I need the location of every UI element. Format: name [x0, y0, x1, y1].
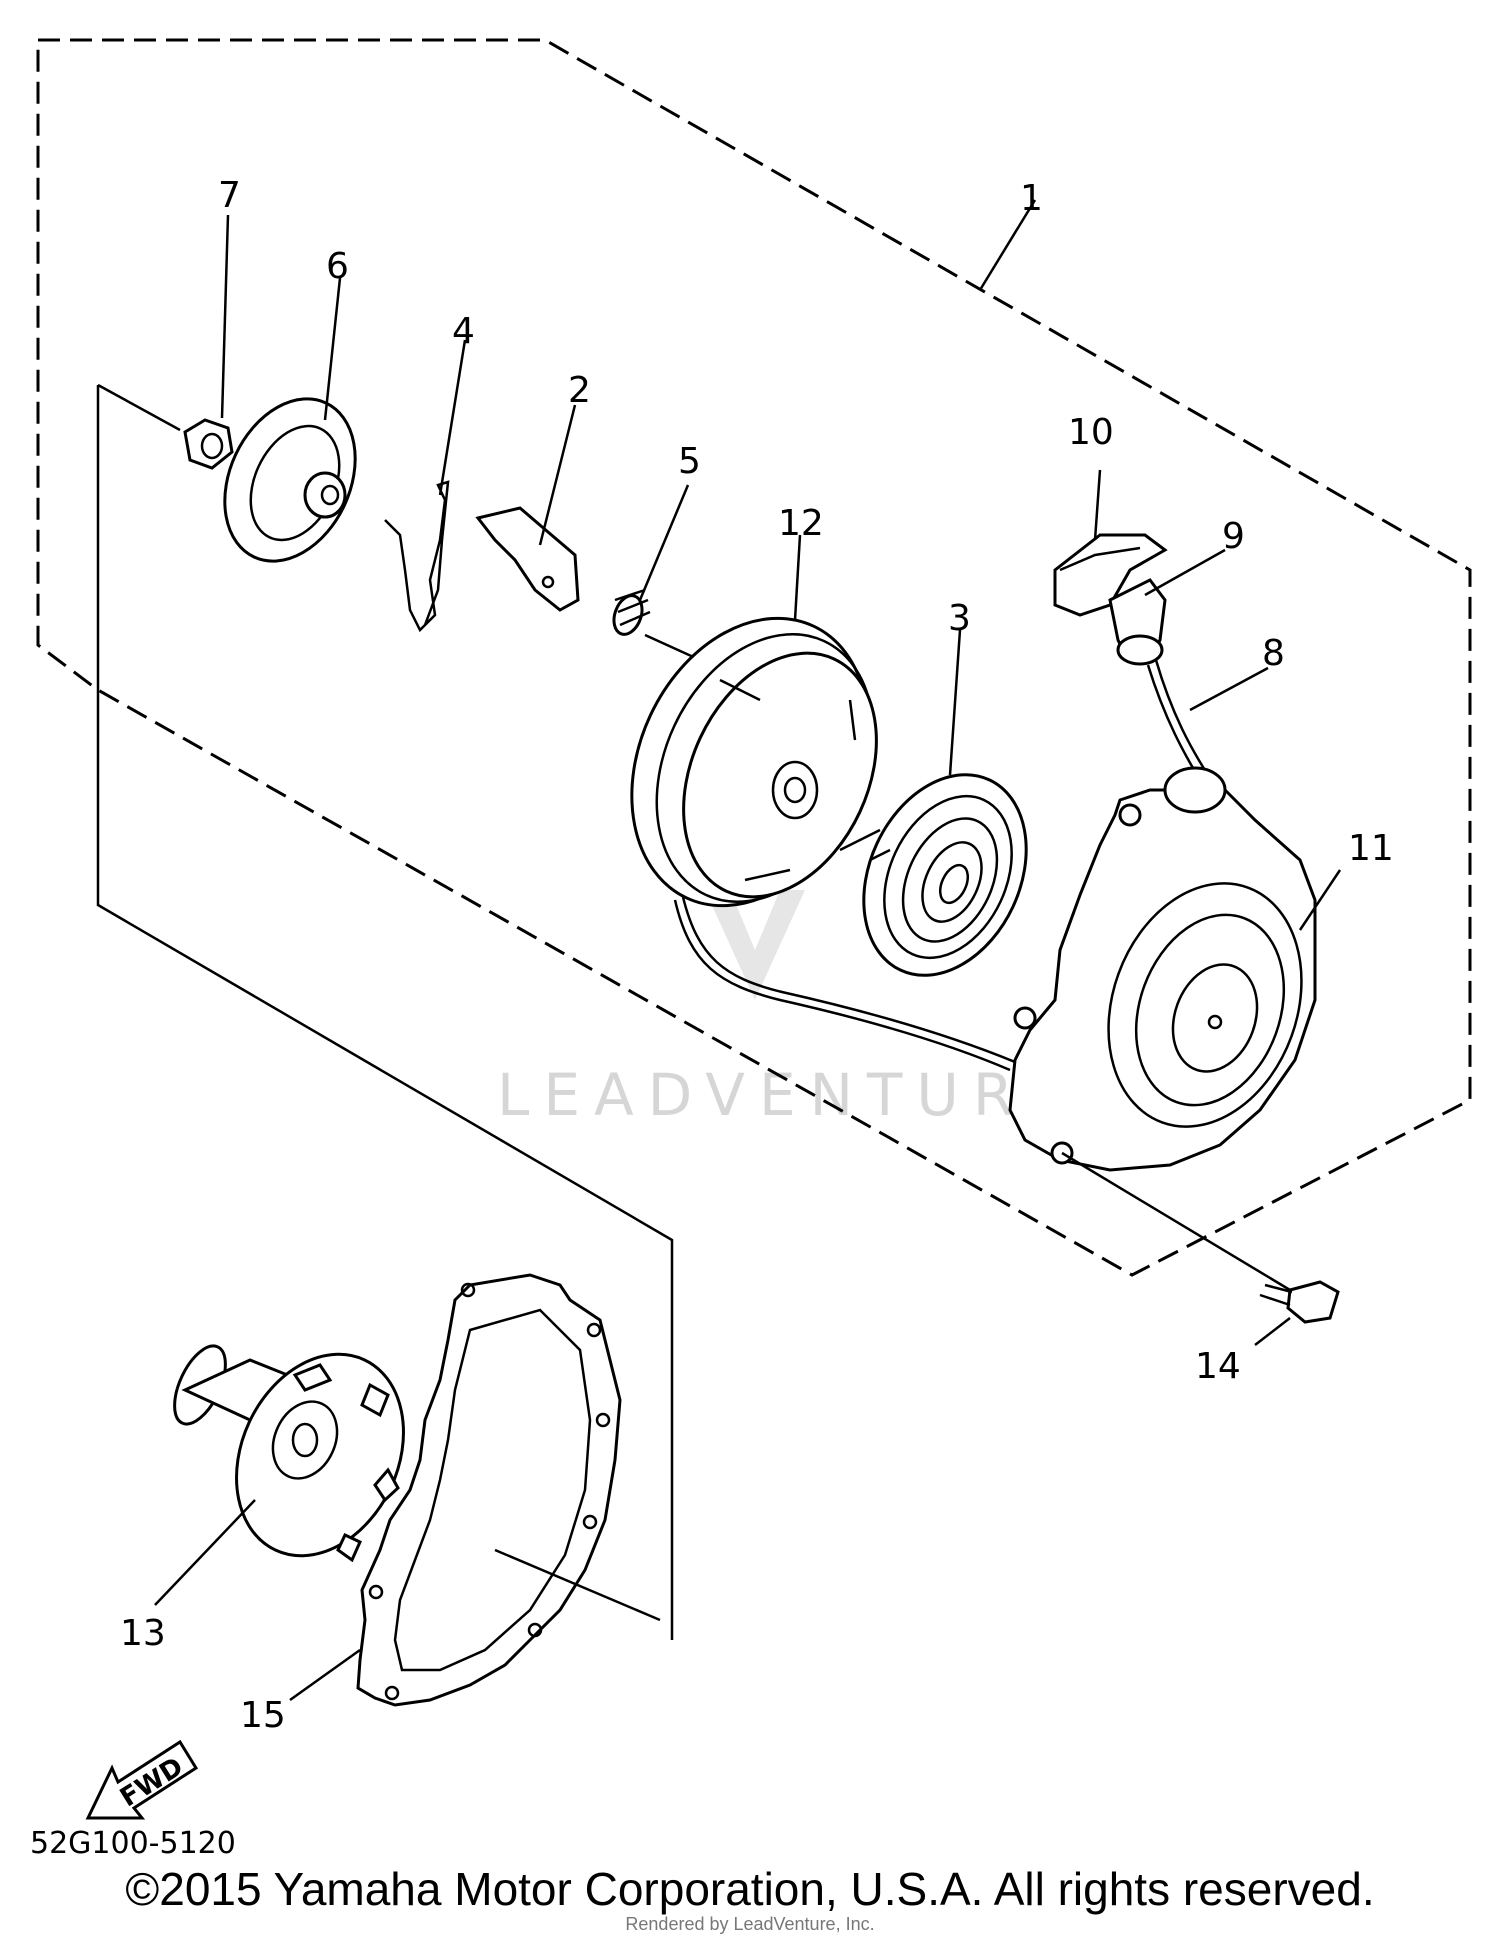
- callout-8: 8: [1262, 633, 1285, 674]
- watermark: LEADVENTURE: [497, 890, 1078, 1129]
- drawing-code: 52G100-5120: [30, 1826, 236, 1861]
- copyright-notice: ©2015 Yamaha Motor Corporation, U.S.A. A…: [125, 1863, 1375, 1915]
- part-2-pawl[interactable]: [475, 506, 580, 612]
- callout-6: 6: [326, 246, 349, 287]
- callout-10: 10: [1068, 412, 1114, 453]
- part-8-starter-rope[interactable]: [673, 659, 1210, 1072]
- callout-7: 7: [218, 175, 241, 216]
- callout-2: 2: [568, 370, 591, 411]
- forward-arrow-icon: FWD: [85, 1739, 199, 1820]
- callout-9: 9: [1222, 516, 1245, 557]
- part-11-starter-case[interactable]: [1008, 766, 1334, 1172]
- svg-text:LEADVENTURE: LEADVENTURE: [497, 1061, 1078, 1129]
- rendered-by-notice: Rendered by LeadVenture, Inc.: [625, 1914, 875, 1934]
- part-10-starter-handle[interactable]: [1053, 533, 1168, 617]
- callout-4: 4: [452, 311, 475, 352]
- part-13-starter-pulley[interactable]: [164, 1327, 435, 1583]
- callout-3: 3: [948, 598, 971, 639]
- leader-lines: [154, 199, 1342, 1702]
- part-5-small-spring[interactable]: [609, 588, 651, 638]
- part-12-sheave-drum[interactable]: [587, 580, 915, 945]
- callout-5: 5: [678, 441, 701, 482]
- part-3-recoil-spring[interactable]: [833, 748, 1058, 1002]
- callout-15: 15: [240, 1695, 286, 1736]
- callout-13: 13: [120, 1613, 166, 1654]
- callout-numbers: 1 2 3 4 5 6 7 8 9 10 11 12 13 14 15: [120, 175, 1394, 1736]
- part-14-bolt[interactable]: [1259, 1280, 1340, 1324]
- part-6-drive-plate[interactable]: [200, 378, 381, 583]
- part-15-gasket[interactable]: [356, 1273, 622, 1707]
- callout-12: 12: [778, 503, 824, 544]
- callout-1: 1: [1020, 178, 1043, 219]
- assembly-boundary-line: [36, 38, 1472, 1277]
- callout-14: 14: [1195, 1346, 1241, 1387]
- part-9-handle-grip[interactable]: [1108, 578, 1167, 666]
- callout-11: 11: [1348, 828, 1394, 869]
- reference-boundary-line: [96, 383, 674, 1640]
- part-4-spring-clip[interactable]: [384, 480, 450, 633]
- part-7-nut[interactable]: [183, 418, 234, 470]
